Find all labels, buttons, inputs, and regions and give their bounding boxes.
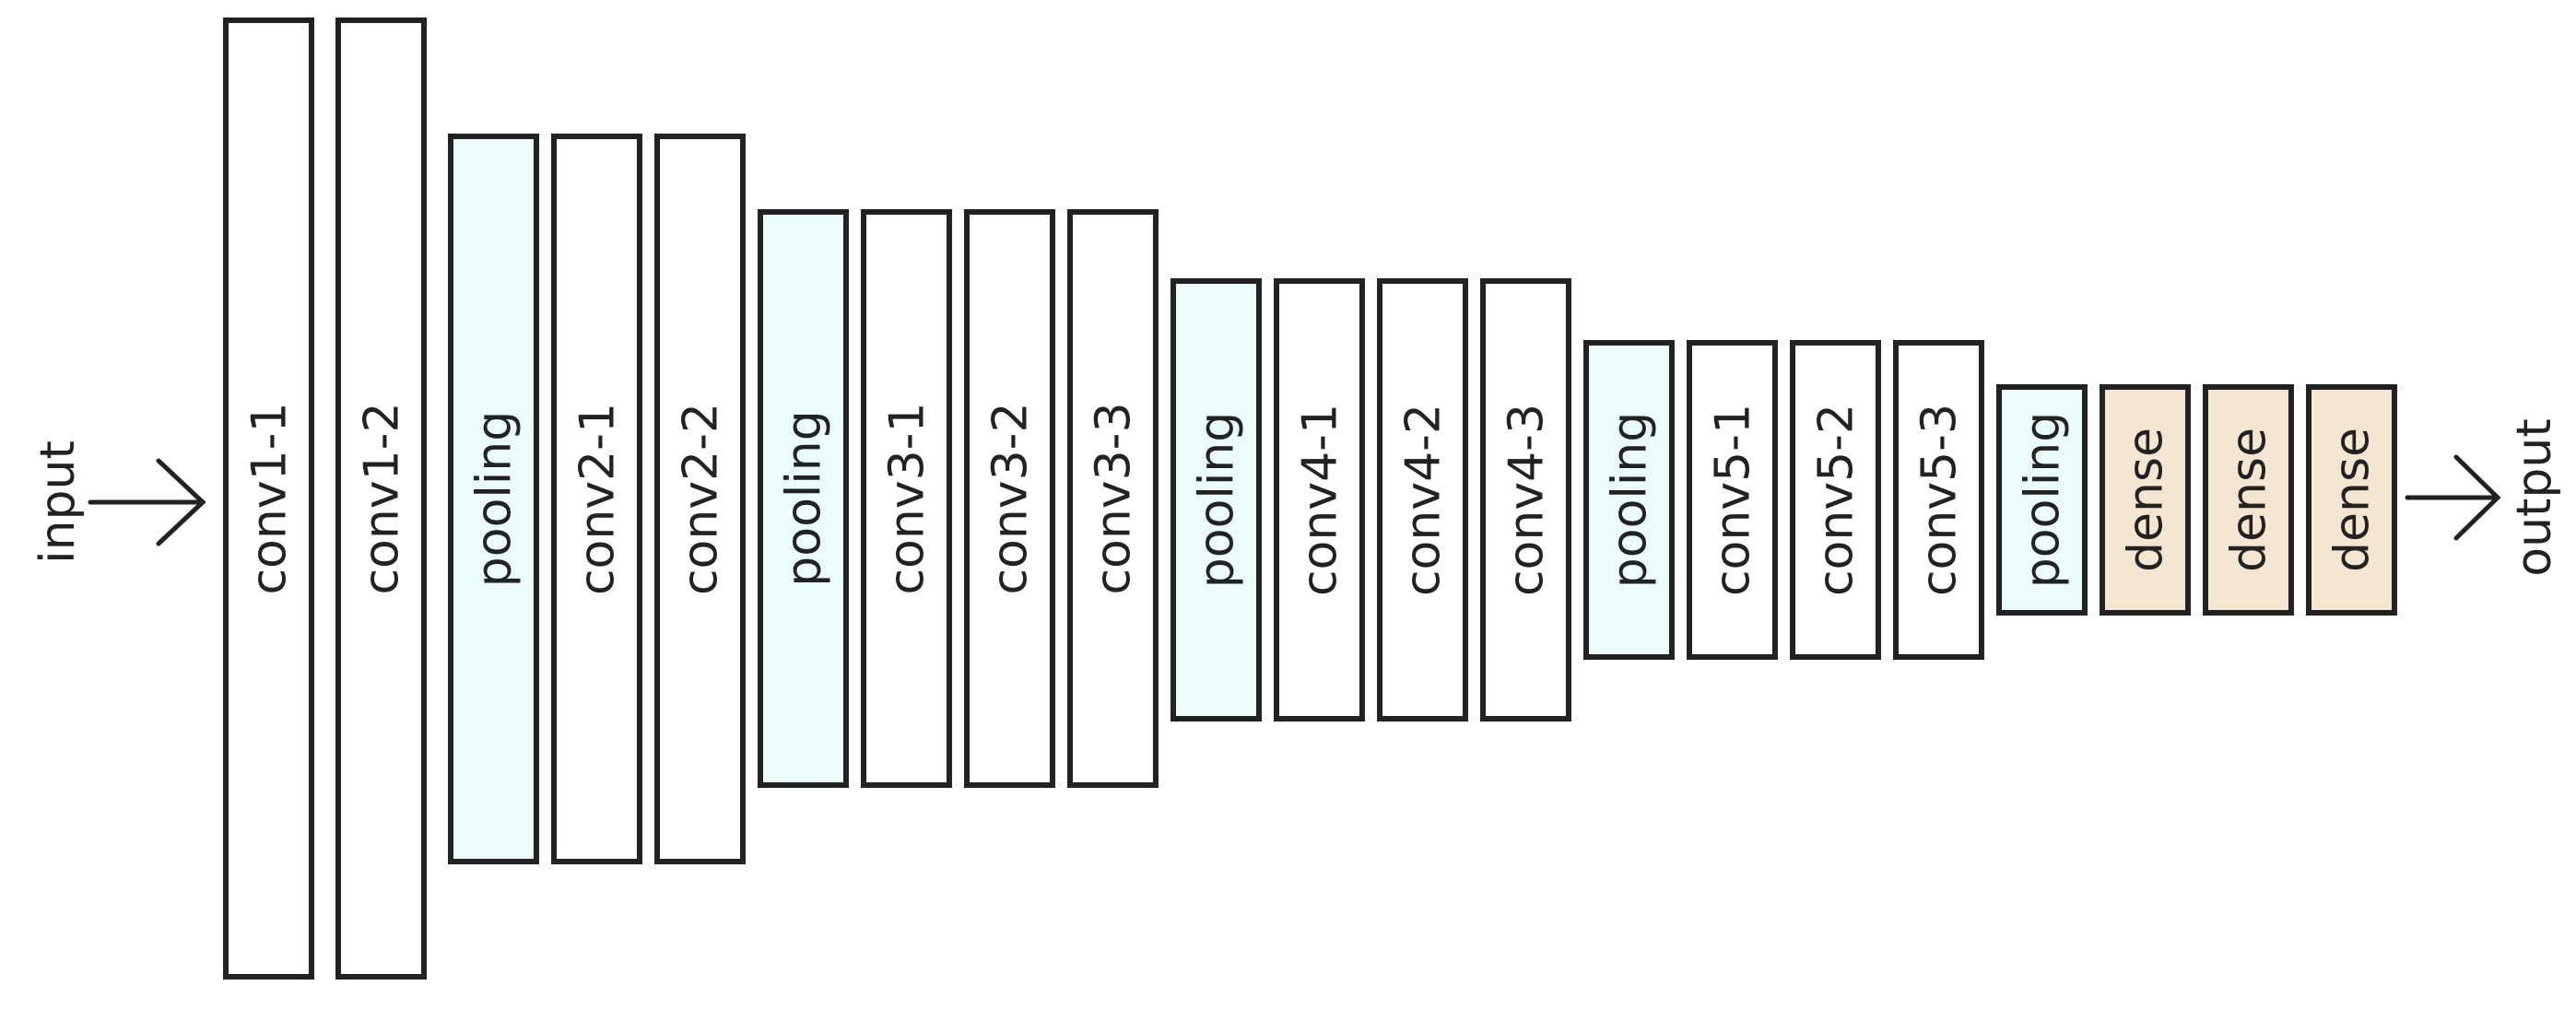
layer-conv-5: conv2-2 xyxy=(654,134,746,864)
layer-box xyxy=(1067,209,1159,788)
layer-label: pooling xyxy=(467,411,523,588)
input-arrow xyxy=(88,458,206,546)
layer-label: conv4-2 xyxy=(1396,404,1452,596)
layer-pooling-3: pooling xyxy=(448,134,539,864)
layer-dense-19: dense xyxy=(2100,384,2191,616)
layer-label: dense xyxy=(2119,428,2174,572)
layer-box xyxy=(2203,384,2294,616)
layer-box xyxy=(551,134,642,864)
layer-conv-4: conv2-1 xyxy=(551,134,642,864)
layer-box xyxy=(448,134,539,864)
layer-label: conv1-2 xyxy=(355,402,410,594)
layer-label: conv4-3 xyxy=(1500,404,1555,596)
layer-conv-15: conv5-1 xyxy=(1687,340,1778,660)
layer-label: conv3-2 xyxy=(983,402,1039,594)
layer-label: pooling xyxy=(777,410,832,587)
layer-label: conv3-3 xyxy=(1087,402,1142,594)
layer-box xyxy=(1170,278,1262,722)
layer-box xyxy=(1583,340,1675,660)
layer-label: conv1-1 xyxy=(242,402,298,594)
layer-dense-20: dense xyxy=(2203,384,2294,616)
layer-label: pooling xyxy=(1603,412,1658,589)
layer-box xyxy=(1274,278,1365,722)
layer-box xyxy=(223,18,314,980)
layer-pooling-18: pooling xyxy=(1996,384,2088,616)
layer-label: conv5-1 xyxy=(1706,404,1761,596)
layer-conv-9: conv3-3 xyxy=(1067,209,1159,788)
layer-conv-12: conv4-2 xyxy=(1377,278,1468,722)
layer-pooling-14: pooling xyxy=(1583,340,1675,660)
layer-box xyxy=(1377,278,1468,722)
layer-box xyxy=(1893,340,1984,660)
layer-box xyxy=(1790,340,1881,660)
layer-conv-17: conv5-3 xyxy=(1893,340,1984,660)
layer-conv-1: conv1-1 xyxy=(223,18,314,980)
layer-label: conv4-1 xyxy=(1293,404,1348,596)
layer-label: conv3-1 xyxy=(880,402,935,594)
layer-label: pooling xyxy=(1190,412,1245,589)
layer-conv-13: conv4-3 xyxy=(1480,278,1571,722)
layer-label: conv5-2 xyxy=(1809,404,1864,596)
input-label: input xyxy=(30,440,86,564)
layer-label: dense xyxy=(2222,428,2277,572)
layer-box xyxy=(654,134,746,864)
layer-box xyxy=(335,18,427,980)
layer-pooling-10: pooling xyxy=(1170,278,1262,722)
layer-box xyxy=(1480,278,1571,722)
layer-label: conv2-2 xyxy=(674,403,729,595)
layer-label: conv5-3 xyxy=(1912,404,1968,596)
layer-conv-7: conv3-1 xyxy=(861,209,952,788)
layer-box xyxy=(2100,384,2191,616)
layer-label: pooling xyxy=(2016,412,2071,589)
layer-conv-11: conv4-1 xyxy=(1274,278,1365,722)
layer-box xyxy=(1687,340,1778,660)
layer-box xyxy=(1996,384,2088,616)
layer-label: conv2-1 xyxy=(570,403,626,595)
layer-box xyxy=(758,209,849,788)
layer-box xyxy=(964,209,1055,788)
layer-conv-2: conv1-2 xyxy=(335,18,427,980)
layer-box xyxy=(2306,384,2397,616)
output-arrow xyxy=(2405,454,2501,541)
layer-stack: conv1-1 conv1-2 pooling conv2-1 conv2-2 pooli… xyxy=(223,18,2397,980)
layer-conv-8: conv3-2 xyxy=(964,209,1055,788)
layer-pooling-6: pooling xyxy=(758,209,849,788)
layer-dense-21: dense xyxy=(2306,384,2397,616)
output-label: output xyxy=(2507,418,2562,577)
layer-box xyxy=(861,209,952,788)
layer-label: dense xyxy=(2325,428,2381,572)
layer-conv-16: conv5-2 xyxy=(1790,340,1881,660)
